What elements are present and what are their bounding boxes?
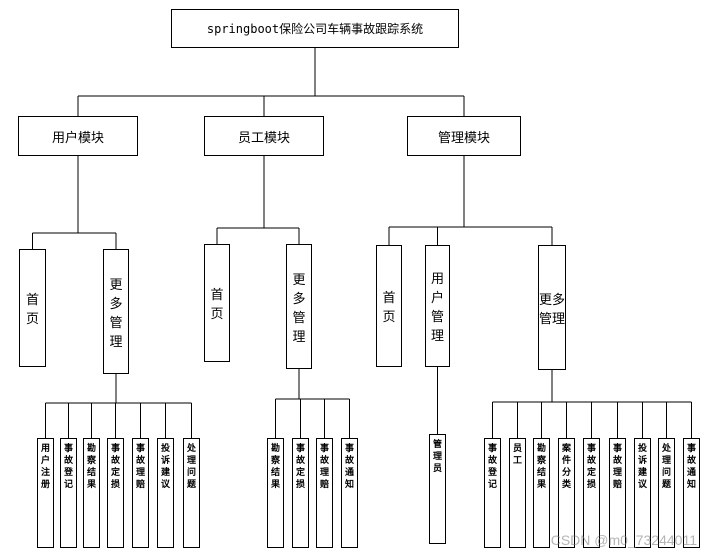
page-node-label: 首页: [210, 288, 224, 322]
leaf-node-label: 投诉建议: [160, 444, 170, 490]
leaf-node-label: 勘察结果: [270, 444, 280, 490]
leaf-node-label: 事故定损: [110, 444, 120, 490]
leaf-node: 投诉建议: [157, 438, 174, 548]
leaf-node-label: 勘察结果: [86, 444, 96, 490]
leaf-node-label: 事故通知: [686, 444, 696, 490]
leaf-node: 事故理赔: [316, 438, 333, 548]
leaf-node: 处理问题: [183, 438, 200, 548]
page-node: 首页: [376, 245, 402, 367]
leaf-node: 事故定损: [292, 438, 309, 548]
module-node: 管理模块: [407, 116, 521, 156]
leaf-node-label: 员工: [512, 444, 522, 466]
leaf-node: 勘察结果: [533, 438, 550, 548]
module-node-label: 员工模块: [237, 130, 290, 146]
leaf-node: 事故通知: [341, 438, 358, 548]
page-node: 更多管理: [538, 245, 566, 370]
watermark: CSDN @m0_73244011: [550, 532, 697, 548]
leaf-node: 事故理赔: [132, 438, 149, 548]
page-node: 首页: [19, 249, 46, 367]
leaf-node-label: 用户注册: [40, 444, 50, 490]
page-node: 用户管理: [425, 245, 450, 367]
page-node: 更多管理: [103, 249, 129, 374]
leaf-node-label: 事故理赔: [612, 444, 622, 490]
page-node: 首页: [204, 244, 230, 362]
leaf-node: 案件分类: [558, 438, 575, 548]
module-node: 员工模块: [204, 116, 324, 156]
root-node: springboot保险公司车辆事故跟踪系统: [171, 9, 459, 48]
page-node-label: 用户管理: [430, 272, 444, 344]
leaf-node: 事故定损: [107, 438, 124, 548]
leaf-node: 勘察结果: [267, 438, 284, 548]
leaf-node-label: 投诉建议: [637, 444, 647, 490]
leaf-node: 事故通知: [683, 438, 700, 548]
leaf-node-label: 事故定损: [586, 444, 596, 490]
page-node-label: 更多管理: [109, 277, 123, 350]
leaf-node: 投诉建议: [634, 438, 651, 548]
leaf-node-label: 处理问题: [661, 444, 671, 490]
leaf-node-label: 事故登记: [487, 444, 497, 490]
module-node-label: 用户模块: [51, 130, 104, 146]
leaf-node-label: 管理员: [432, 440, 442, 474]
leaf-node: 事故理赔: [609, 438, 626, 548]
page-node-label: 首页: [382, 291, 396, 325]
leaf-node-label: 事故通知: [344, 444, 354, 490]
page-node-label: 首页: [25, 293, 39, 327]
leaf-node: 处理问题: [658, 438, 675, 548]
leaf-node-label: 处理问题: [186, 444, 196, 490]
module-node: 用户模块: [18, 116, 138, 156]
leaf-node-label: 案件分类: [561, 444, 571, 490]
leaf-node-label: 事故定损: [295, 444, 305, 490]
page-node-label: 更多管理: [539, 292, 566, 327]
leaf-node: 管理员: [429, 434, 446, 544]
leaf-node-label: 事故理赔: [319, 444, 329, 490]
page-node: 更多管理: [286, 244, 312, 369]
page-node-label: 更多管理: [292, 272, 306, 345]
leaf-node: 事故登记: [60, 438, 77, 548]
leaf-node-label: 勘察结果: [536, 444, 546, 490]
leaf-node: 用户注册: [37, 438, 54, 548]
leaf-node-label: 事故登记: [63, 444, 73, 490]
leaf-node: 事故登记: [484, 438, 501, 548]
leaf-node: 事故定损: [583, 438, 600, 548]
root-node-label: springboot保险公司车辆事故跟踪系统: [206, 22, 424, 36]
leaf-node: 员工: [509, 438, 526, 548]
module-node-label: 管理模块: [437, 130, 490, 146]
leaf-node: 勘察结果: [83, 438, 100, 548]
leaf-node-label: 事故理赔: [135, 444, 145, 490]
